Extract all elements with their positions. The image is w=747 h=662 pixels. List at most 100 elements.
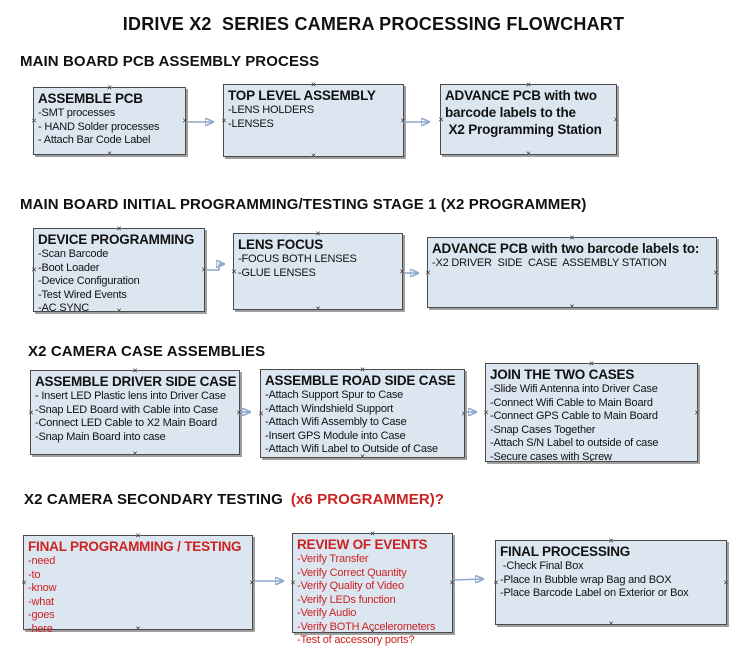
connection-anchor-icon: × (249, 577, 255, 587)
box-item: - Attach Bar Code Label (38, 134, 151, 146)
box-item: -Check Final Box (500, 560, 584, 572)
box-item: -Secure cases with Screw (490, 450, 612, 463)
connection-anchor-icon: × (310, 150, 317, 161)
box-title: FINAL PROGRAMMING / TESTING (28, 539, 242, 554)
section-heading-secondary-testing: X2 CAMERA SECONDARY TESTING (x6 PROGRAMME… (24, 491, 444, 508)
box-item: -to (28, 568, 41, 581)
box-assemble-pcb: ASSEMBLE PCB -SMT processes- HAND Solder… (31, 83, 188, 158)
connection-anchor-icon: × (28, 407, 34, 417)
box-item: -Snap Main Board into case (35, 430, 166, 443)
box-top-level-assembly: TOP LEVEL ASSEMBLY -LENS HOLDERS-LENSES … (221, 80, 406, 160)
box-item-list: - Insert LED Plastic lens into Driver Ca… (35, 390, 235, 444)
connection-anchor-icon: × (399, 266, 405, 276)
section-heading-initial-programming: MAIN BOARD INITIAL PROGRAMMING/TESTING S… (20, 196, 595, 213)
connection-anchor-icon: × (525, 148, 532, 159)
box-item: -Boot Loader (38, 261, 100, 274)
box-lens-focus: LENS FOCUS -FOCUS BOTH LENSES-GLUE LENSE… (231, 229, 405, 313)
box-item-list: -Verify Transfer-Verify Correct Quantity… (297, 553, 448, 648)
box-item: -need (28, 555, 56, 567)
box-item: -Attach Support Spur to Case (265, 389, 404, 401)
connection-anchor-icon: × (31, 115, 37, 126)
connector-review-to-finalproc (453, 579, 483, 580)
section-heading-pcb-assembly: MAIN BOARD PCB ASSEMBLY PROCESS (20, 53, 327, 70)
connection-anchor-icon: × (201, 264, 207, 275)
box-item: -Verify LEDs function (297, 593, 396, 606)
box-item: -what (28, 595, 54, 608)
box-item-list: -Check Final Box-Place In Bubble wrap Ba… (500, 560, 722, 601)
box-device-programming: DEVICE PROGRAMMING -Scan Barcode-Boot Lo… (31, 224, 207, 315)
box-item: -LENS HOLDERS (228, 104, 315, 116)
connection-anchor-icon: × (236, 407, 242, 417)
box-item: -GLUE LENSES (238, 266, 316, 279)
box-item-list: -SMT processes- HAND Solder processes- A… (38, 107, 181, 148)
box-title: DEVICE PROGRAMMING (38, 232, 195, 247)
connection-anchor-icon: × (569, 301, 575, 312)
connection-anchor-icon: × (182, 115, 188, 126)
connector-device-to-lensfocus (205, 264, 224, 271)
box-item: -know (28, 582, 57, 594)
connection-anchor-icon: × (723, 577, 729, 587)
connection-anchor-icon: × (221, 115, 227, 125)
connection-anchor-icon: × (449, 577, 455, 588)
box-item: -Connect Wifi Cable to Main Board (490, 396, 653, 409)
page-title: IDRIVE X2 SERIES CAMERA PROCESSING FLOWC… (122, 14, 625, 34)
box-join-the-two-cases: JOIN THE TWO CASES -Slide Wifi Antenna i… (483, 359, 700, 465)
box-item: -FOCUS BOTH LENSES (238, 253, 357, 265)
connection-anchor-icon: × (483, 407, 489, 417)
connection-anchor-icon: × (132, 448, 138, 459)
box-title: ADVANCE PCB with two barcode labels to: (432, 241, 700, 256)
box-advance-pcb-station: ADVANCE PCB with two barcode labels to t… (438, 80, 618, 158)
box-item: -goes (28, 609, 55, 621)
connection-anchor-icon: × (290, 577, 296, 588)
box-item: - HAND Solder processes (38, 120, 160, 133)
box-item: -Attach S/N Label to outside of case (490, 437, 659, 449)
box-item: -Verify BOTH Accelerometers (297, 620, 436, 633)
connection-anchor-icon: × (493, 577, 499, 587)
box-title: JOIN THE TWO CASES (490, 367, 635, 382)
box-item: -here (28, 622, 53, 635)
box-item-list: -FOCUS BOTH LENSES-GLUE LENSES (238, 253, 398, 280)
box-title: FINAL PROCESSING (500, 544, 631, 559)
connection-anchor-icon: × (31, 264, 37, 275)
box-item: -Test Wired Events (38, 288, 127, 301)
box-assemble-driver-side-case: ASSEMBLE DRIVER SIDE CASE - Insert LED P… (28, 366, 242, 458)
connection-anchor-icon: × (258, 408, 264, 418)
connection-anchor-icon: × (694, 407, 700, 417)
box-item: -X2 DRIVER SIDE CASE ASSEMBLY STATION (432, 257, 667, 269)
heading-text: MAIN BOARD PCB ASSEMBLY PROCESS (20, 53, 320, 70)
box-item-list: -Attach Support Spur to Case-Attach Wind… (265, 389, 460, 457)
box-item: -Attach Wifi Label to Outside of Case (265, 443, 438, 455)
box-item: -Scan Barcode (38, 248, 109, 260)
box-title: ADVANCE PCB with two barcode labels to t… (445, 88, 602, 137)
connection-anchor-icon: × (231, 266, 237, 276)
connection-anchor-icon: × (425, 267, 431, 277)
box-item: - Insert LED Plastic lens into Driver Ca… (35, 390, 226, 402)
connection-anchor-icon: × (21, 577, 27, 587)
connection-anchor-icon: × (400, 115, 406, 125)
box-title: ASSEMBLE PCB (38, 91, 143, 106)
box-item: -Connect GPS Cable to Main Board (490, 410, 658, 422)
box-item: -Test of accessory ports? (297, 634, 415, 646)
box-item: -Insert GPS Module into Case (265, 429, 406, 442)
box-item-list: -LENS HOLDERS-LENSES (228, 104, 399, 131)
heading-red-text: (x6 PROGRAMMER)? (290, 491, 445, 508)
box-title: TOP LEVEL ASSEMBLY (228, 88, 376, 103)
box-item-list: -Scan Barcode-Boot Loader-Device Configu… (38, 248, 200, 316)
heading-text: X2 CAMERA SECONDARY TESTING (24, 491, 283, 508)
box-item-list: -Slide Wifi Antenna into Driver Case-Con… (490, 383, 693, 464)
box-item: -Connect LED Cable to X2 Main Board (35, 417, 217, 429)
connection-anchor-icon: × (315, 303, 321, 314)
box-item: -Snap Cases Together (490, 423, 596, 436)
connection-anchor-icon: × (106, 148, 113, 159)
box-item: -Attach Windshield Support (265, 402, 394, 415)
box-title: ASSEMBLE DRIVER SIDE CASE (35, 374, 237, 389)
box-item: -Slide Wifi Antenna into Driver Case (490, 383, 658, 395)
box-item: -Place In Bubble wrap Bag and BOX (500, 573, 672, 586)
box-item: -Verify Correct Quantity (297, 566, 407, 579)
box-item: -LENSES (228, 117, 274, 130)
heading-text: MAIN BOARD INITIAL PROGRAMMING/TESTING S… (20, 196, 587, 213)
box-item: -Place Barcode Label on Exterior or Box (500, 587, 689, 599)
box-review-of-events: REVIEW OF EVENTS -Verify Transfer-Verify… (290, 529, 455, 646)
box-item: -Verify Quality of Video (297, 580, 404, 592)
